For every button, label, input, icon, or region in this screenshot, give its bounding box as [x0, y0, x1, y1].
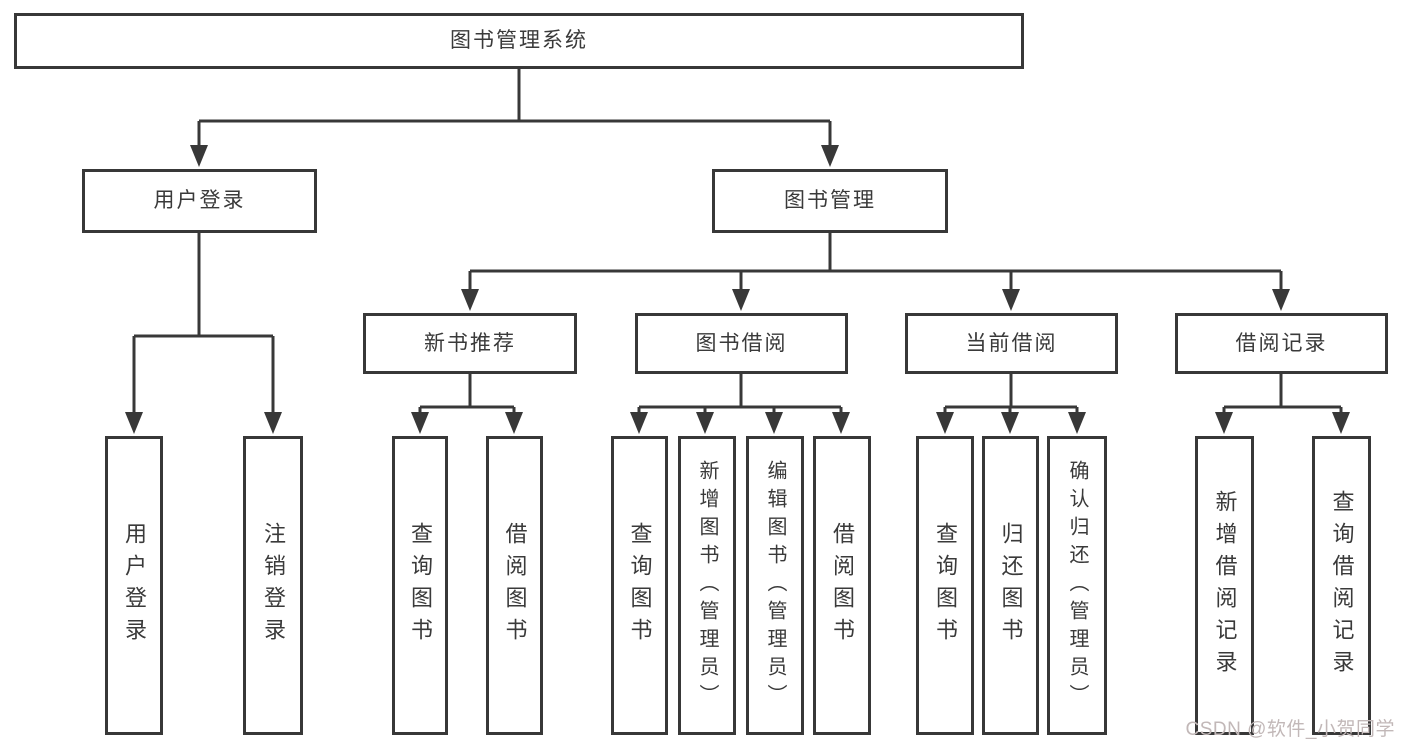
node-current-borrowing: 当前借阅 — [905, 313, 1118, 374]
node-book-borrowing: 图书借阅 — [635, 313, 848, 374]
node-book-management: 图书管理 — [712, 169, 948, 233]
node-new-book-recommendation: 新书推荐 — [363, 313, 577, 374]
leaf-confirm-return-admin: 确认归还（管理员） — [1047, 436, 1107, 735]
leaf-edit-books-admin: 编辑图书（管理员） — [746, 436, 804, 735]
csdn-watermark: CSDN @软件_小贺同学 — [1185, 719, 1395, 740]
leaf-logout: 注销登录 — [243, 436, 303, 735]
leaf-add-books-admin: 新增图书（管理员） — [678, 436, 736, 735]
leaf-query-books-recommend: 查询图书 — [392, 436, 448, 735]
leaf-user-login: 用户登录 — [105, 436, 163, 735]
node-user-login: 用户登录 — [82, 169, 317, 233]
leaf-query-borrow-record: 查询借阅记录 — [1312, 436, 1371, 735]
node-borrowing-records: 借阅记录 — [1175, 313, 1388, 374]
leaf-borrow-books-borrowing: 借阅图书 — [813, 436, 871, 735]
leaf-return-books: 归还图书 — [982, 436, 1039, 735]
node-book-management-system: 图书管理系统 — [14, 13, 1024, 69]
leaf-query-books-borrowing: 查询图书 — [611, 436, 668, 735]
leaf-add-borrow-record: 新增借阅记录 — [1195, 436, 1254, 735]
leaf-borrow-books-recommend: 借阅图书 — [486, 436, 543, 735]
leaf-query-books-current: 查询图书 — [916, 436, 974, 735]
